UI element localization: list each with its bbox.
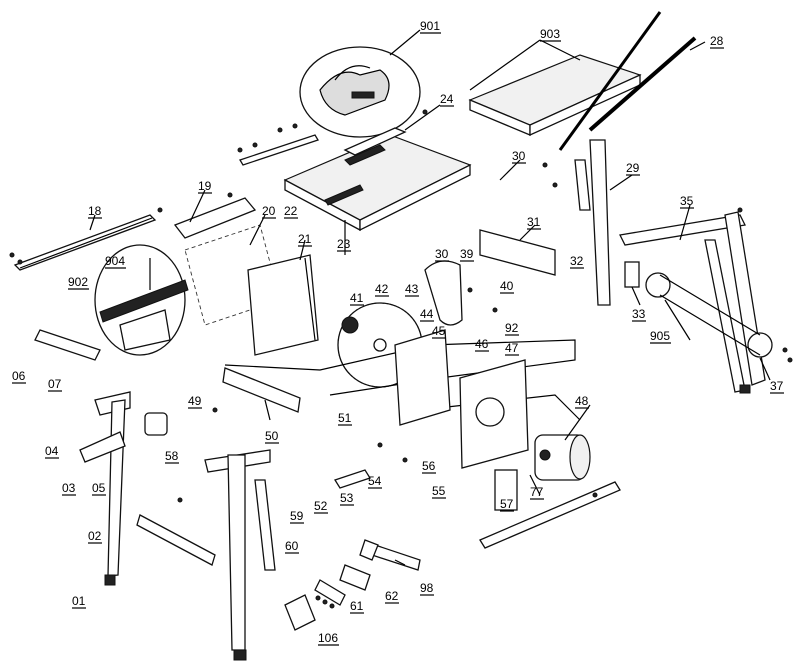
- callout-c902: 902: [68, 275, 88, 289]
- callout-c30a: 30: [512, 149, 526, 163]
- extension-table: [468, 54, 642, 137]
- callout-c60: 60: [285, 539, 299, 553]
- callout-c56: 56: [422, 459, 436, 473]
- callout-c59: 59: [290, 509, 304, 523]
- callout-c19: 19: [198, 179, 212, 193]
- spring-62: [339, 564, 371, 591]
- handle-53: [334, 469, 371, 489]
- fasteners: [9, 109, 793, 609]
- callout-c07: 07: [48, 377, 62, 391]
- callout-c51: 51: [338, 411, 352, 425]
- riving-knife: [424, 260, 463, 326]
- part-33: [624, 261, 640, 288]
- bracket-31: [479, 229, 556, 276]
- callout-c57: 57: [500, 497, 514, 511]
- motor: [534, 434, 591, 481]
- right-stand: [619, 211, 773, 394]
- part-07: [34, 329, 101, 361]
- callout-c05: 05: [92, 481, 106, 495]
- detail-bubble-901: [299, 46, 421, 138]
- callout-c903: 903: [540, 27, 560, 41]
- flange-42: [341, 316, 359, 334]
- callout-c20: 20: [262, 204, 276, 218]
- callout-c42: 42: [375, 282, 389, 296]
- callout-c45: 45: [432, 324, 446, 338]
- callout-c30b: 30: [435, 247, 449, 261]
- part-19: [173, 197, 257, 239]
- callout-c901: 901: [420, 19, 440, 33]
- callout-c49: 49: [188, 394, 202, 408]
- callout-c77: 77: [530, 485, 544, 499]
- callout-c58: 58: [165, 449, 179, 463]
- callout-c55: 55: [432, 484, 446, 498]
- callout-labels: 901 903 28 24 30 29 19 22 20 23 18 21 31 35 904 902 30 39…: [12, 19, 784, 646]
- callout-c47: 47: [505, 341, 519, 355]
- callout-c92: 92: [505, 321, 519, 335]
- callout-c61: 61: [350, 599, 364, 613]
- callout-c18: 18: [88, 204, 102, 218]
- callout-c35: 35: [680, 194, 694, 208]
- callout-c04: 04: [45, 444, 59, 458]
- rail-18: [13, 214, 157, 271]
- part-05: [79, 431, 126, 463]
- callout-c98: 98: [420, 581, 434, 595]
- switch-57: [494, 469, 518, 511]
- part-106: [284, 594, 316, 631]
- callout-c48: 48: [575, 394, 589, 408]
- callout-c01: 01: [72, 594, 86, 608]
- callout-c24: 24: [440, 92, 454, 106]
- callout-c50: 50: [265, 429, 279, 443]
- callout-c41: 41: [350, 291, 364, 305]
- callout-c28: 28: [710, 34, 724, 48]
- callout-c33: 33: [632, 307, 646, 321]
- callout-c43: 43: [405, 282, 419, 296]
- extension-legs: [574, 139, 611, 306]
- callout-c31: 31: [527, 215, 541, 229]
- part-61: [314, 579, 346, 606]
- leader-lines: [89, 29, 771, 566]
- main-table-top: [283, 134, 472, 232]
- callout-c39: 39: [460, 247, 474, 261]
- callout-c02: 02: [88, 529, 102, 543]
- callout-c03: 03: [62, 481, 76, 495]
- detail-bubble-904: [94, 244, 189, 356]
- callout-c29: 29: [626, 161, 640, 175]
- callout-c06: 06: [12, 369, 26, 383]
- leg-60: [204, 449, 276, 661]
- callout-c62: 62: [385, 589, 399, 603]
- callout-c905: 905: [650, 329, 670, 343]
- side-panel-21: [247, 254, 319, 356]
- bottom-frame: [136, 514, 216, 566]
- callout-c106: 106: [318, 631, 338, 645]
- extension-brace: [558, 11, 697, 151]
- fence-rail: [239, 134, 319, 166]
- callout-c22: 22: [284, 204, 298, 218]
- callout-c46: 46: [475, 337, 489, 351]
- callout-c54: 54: [368, 474, 382, 488]
- callout-c23: 23: [337, 237, 351, 251]
- callout-c53: 53: [340, 491, 354, 505]
- wrench-98: [359, 539, 421, 571]
- callout-c37: 37: [770, 379, 784, 393]
- motor-bracket: [394, 329, 529, 469]
- callout-c52: 52: [314, 499, 328, 513]
- base-rail: [479, 481, 621, 549]
- callout-c904: 904: [105, 254, 125, 268]
- callout-c44: 44: [420, 307, 434, 321]
- cross-member-50: [222, 367, 301, 413]
- table-insert: [343, 127, 407, 156]
- knob-58: [144, 412, 168, 436]
- callout-c21: 21: [298, 232, 312, 246]
- callout-c32: 32: [570, 254, 584, 268]
- callout-c40: 40: [500, 279, 514, 293]
